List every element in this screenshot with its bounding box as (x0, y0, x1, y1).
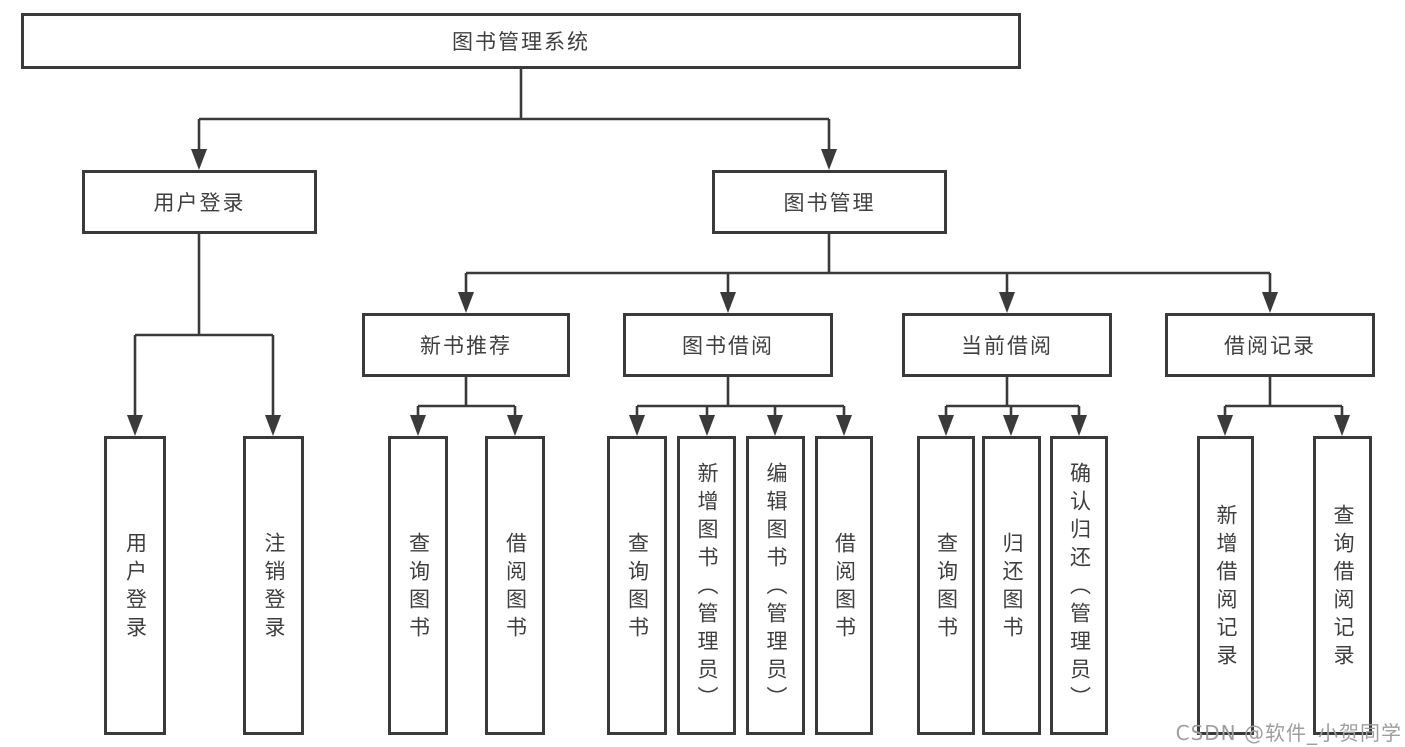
node-new-book-recommendation: 新书推荐 (362, 313, 570, 377)
node-label: 归还图书 (1000, 531, 1024, 644)
arrowhead-down-icon (191, 149, 207, 170)
node-label: 注销登录 (262, 531, 286, 644)
arrowhead-down-icon (127, 415, 143, 436)
arrowhead-down-icon (265, 415, 281, 436)
node-label: 新书推荐 (420, 334, 512, 358)
leaf-query-books-under-recommendation: 查询图书 (388, 436, 448, 735)
leaf-logout: 注销登录 (243, 436, 304, 735)
node-label: 新增借阅记录 (1214, 503, 1238, 672)
node-label: 借阅记录 (1224, 334, 1316, 358)
leaf-user-login: 用户登录 (104, 436, 166, 735)
node-book-borrowing: 图书借阅 (623, 313, 833, 377)
node-label: 借阅图书 (832, 531, 857, 644)
node-label: 图书管理 (783, 191, 876, 215)
arrowhead-down-icon (1217, 415, 1233, 436)
leaf-query-borrowing-record: 查询借阅记录 (1313, 436, 1372, 735)
leaf-query-books-under-borrowing: 查询图书 (607, 436, 667, 735)
arrowhead-down-icon (699, 415, 715, 436)
leaf-query-books-under-current: 查询图书 (917, 436, 975, 735)
arrowhead-down-icon (629, 415, 645, 436)
arrowhead-down-icon (1071, 415, 1087, 436)
node-label: 编辑图书（管理员） (764, 461, 788, 714)
node-label: 图书管理系统 (452, 30, 590, 54)
arrowhead-down-icon (999, 292, 1015, 313)
node-current-borrowing: 当前借阅 (902, 313, 1112, 377)
arrowhead-down-icon (1334, 415, 1350, 436)
node-label: 当前借阅 (961, 334, 1053, 358)
node-label: 查询借阅记录 (1331, 503, 1355, 672)
arrowhead-down-icon (938, 415, 954, 436)
node-label: 借阅图书 (503, 531, 528, 644)
leaf-add-book-admin: 新增图书（管理员） (677, 436, 736, 735)
arrowhead-down-icon (458, 292, 474, 313)
arrowhead-down-icon (1262, 292, 1278, 313)
node-label: 用户登录 (153, 191, 246, 215)
node-book-management: 图书管理 (712, 170, 947, 234)
arrowhead-down-icon (767, 415, 783, 436)
leaf-confirm-return-admin: 确认归还（管理员） (1050, 436, 1108, 735)
node-label: 用户登录 (123, 531, 148, 644)
node-label: 新增图书（管理员） (695, 461, 719, 714)
node-root-book-management-system: 图书管理系统 (21, 13, 1021, 69)
node-label: 确认归还（管理员） (1067, 461, 1092, 714)
node-label: 查询图书 (934, 531, 959, 644)
node-label: 查询图书 (406, 531, 431, 644)
leaf-edit-book-admin: 编辑图书（管理员） (746, 436, 805, 735)
node-user-login: 用户登录 (82, 170, 317, 234)
arrowhead-down-icon (821, 149, 837, 170)
node-label: 图书借阅 (682, 334, 774, 358)
arrowhead-down-icon (836, 415, 852, 436)
arrowhead-down-icon (1003, 415, 1019, 436)
arrowhead-down-icon (410, 415, 426, 436)
leaf-borrow-book: 借阅图书 (815, 436, 873, 735)
leaf-return-book: 归还图书 (982, 436, 1041, 735)
arrowhead-down-icon (507, 415, 523, 436)
csdn-watermark: CSDN @软件_小贺同学 (1175, 721, 1402, 745)
arrowhead-down-icon (720, 292, 736, 313)
node-label: 查询图书 (625, 531, 650, 644)
leaf-borrow-books-under-recommendation: 借阅图书 (485, 436, 545, 735)
node-borrowing-records: 借阅记录 (1165, 313, 1375, 377)
leaf-add-borrowing-record: 新增借阅记录 (1197, 436, 1254, 735)
